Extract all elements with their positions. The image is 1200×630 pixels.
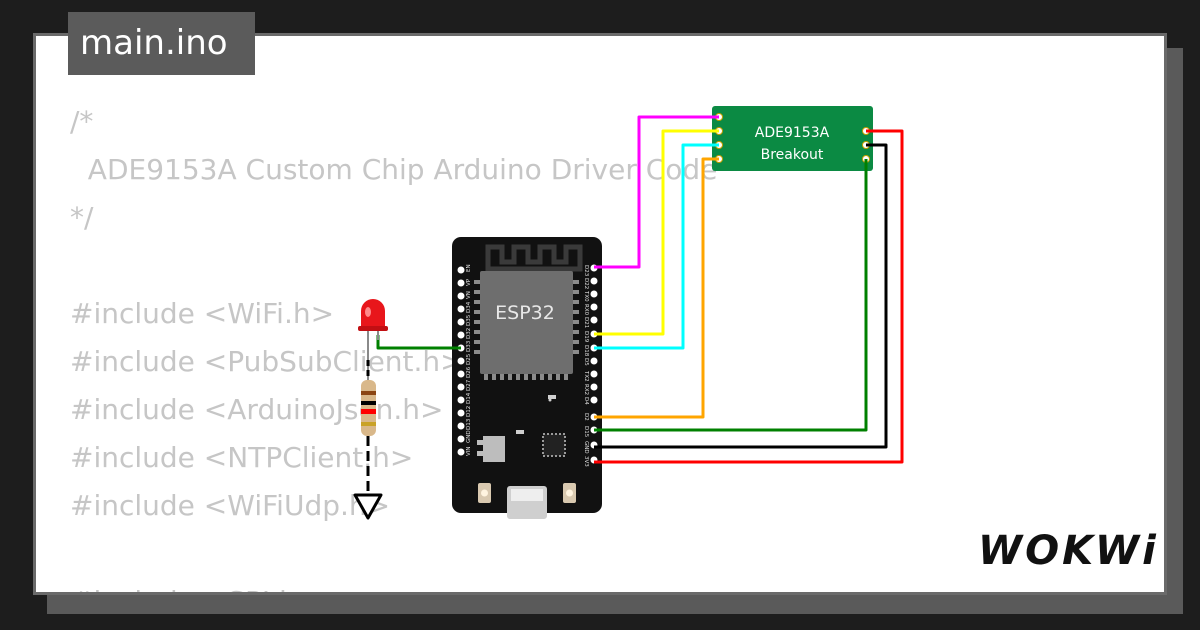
pin-label: D23 <box>583 265 589 277</box>
code-line: #include <PubSubClient.h> <box>70 345 464 378</box>
file-tab[interactable]: main.ino <box>68 12 255 75</box>
pin-label: TX2 <box>583 370 589 382</box>
code-line: #include <SPI.h> <box>70 582 320 592</box>
ground-icon <box>353 493 383 520</box>
pin-label: D34 <box>466 301 472 313</box>
wokwi-logo: WOKWi <box>978 528 1159 574</box>
pin-label: D22 <box>583 278 589 289</box>
pin-label: D35 <box>466 314 472 326</box>
pin-label: GND <box>466 430 472 443</box>
pin-label: D19 <box>583 331 589 343</box>
pin-label: D14 <box>466 392 472 404</box>
resistor[interactable] <box>361 360 376 495</box>
code-line: ADE9153A Custom Chip Arduino Driver Code <box>70 153 718 186</box>
code-line: #include <WiFi.h> <box>70 297 335 330</box>
pin-label: D25 <box>466 353 472 365</box>
pin-label: D15 <box>583 426 589 438</box>
pin-label: GND <box>583 441 589 454</box>
esp32-label: ESP32 <box>495 302 555 324</box>
pin-label: VP <box>466 278 472 286</box>
pin-label: D5 <box>583 358 589 366</box>
chip-label-name: ADE9153A <box>755 125 830 141</box>
ade9153a-breakout[interactable]: ADE9153A Breakout <box>712 106 873 171</box>
code-line: */ <box>70 201 94 234</box>
pin-label: D27 <box>466 379 472 391</box>
pin-label: RX0 <box>583 304 589 316</box>
pin-label: D18 <box>583 345 589 357</box>
red-led[interactable] <box>358 299 388 380</box>
code-line: /* <box>70 105 94 138</box>
pin-label: D13 <box>466 418 472 430</box>
wire-green-chip <box>594 159 868 432</box>
wire-orange <box>594 157 719 419</box>
pin-label: D33 <box>466 340 472 352</box>
pin-label: D2 <box>583 413 589 421</box>
pin-label: D26 <box>466 366 472 378</box>
wire-green-led <box>376 335 461 350</box>
pin-label: D21 <box>583 317 589 328</box>
pin-label: VN <box>466 291 472 299</box>
pin-label: 3V3 <box>583 456 589 467</box>
pin-label: TX0 <box>583 290 589 302</box>
pin-label: D12 <box>466 406 472 417</box>
code-line: #include <ArduinoJson.h> <box>70 393 444 426</box>
pin-label: VIN <box>466 447 472 457</box>
wire-black <box>594 143 888 449</box>
pin-label: D4 <box>583 397 589 405</box>
wire-red <box>594 129 904 464</box>
code-line: #include <WiFiUdp.h> <box>70 489 391 522</box>
wire-cyan <box>594 143 719 350</box>
code-line: #include <NTPClient.h> <box>70 441 414 474</box>
esp32-board[interactable]: ESP32 <box>452 237 602 519</box>
chip-label-breakout: Breakout <box>761 147 824 163</box>
pin-label: RX2 <box>583 384 589 395</box>
wire-magenta <box>594 115 719 269</box>
wire-yellow <box>594 129 719 336</box>
pin-label: D32 <box>466 328 472 339</box>
pin-label: EN <box>466 264 472 272</box>
wires <box>376 115 904 464</box>
